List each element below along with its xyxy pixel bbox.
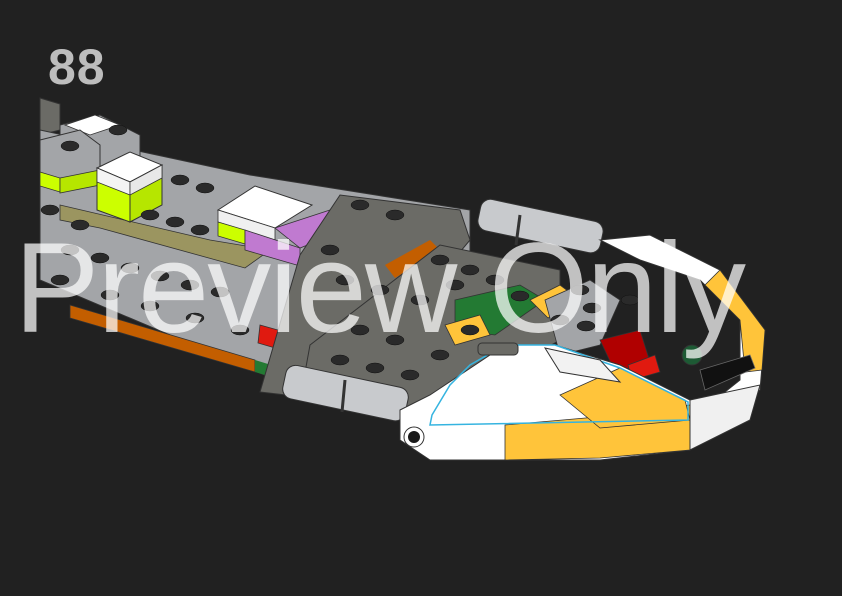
cylinder-upper [477,198,604,254]
studs [40,124,640,381]
step-number: 88 [48,39,106,95]
cylinder-lower [282,364,409,422]
